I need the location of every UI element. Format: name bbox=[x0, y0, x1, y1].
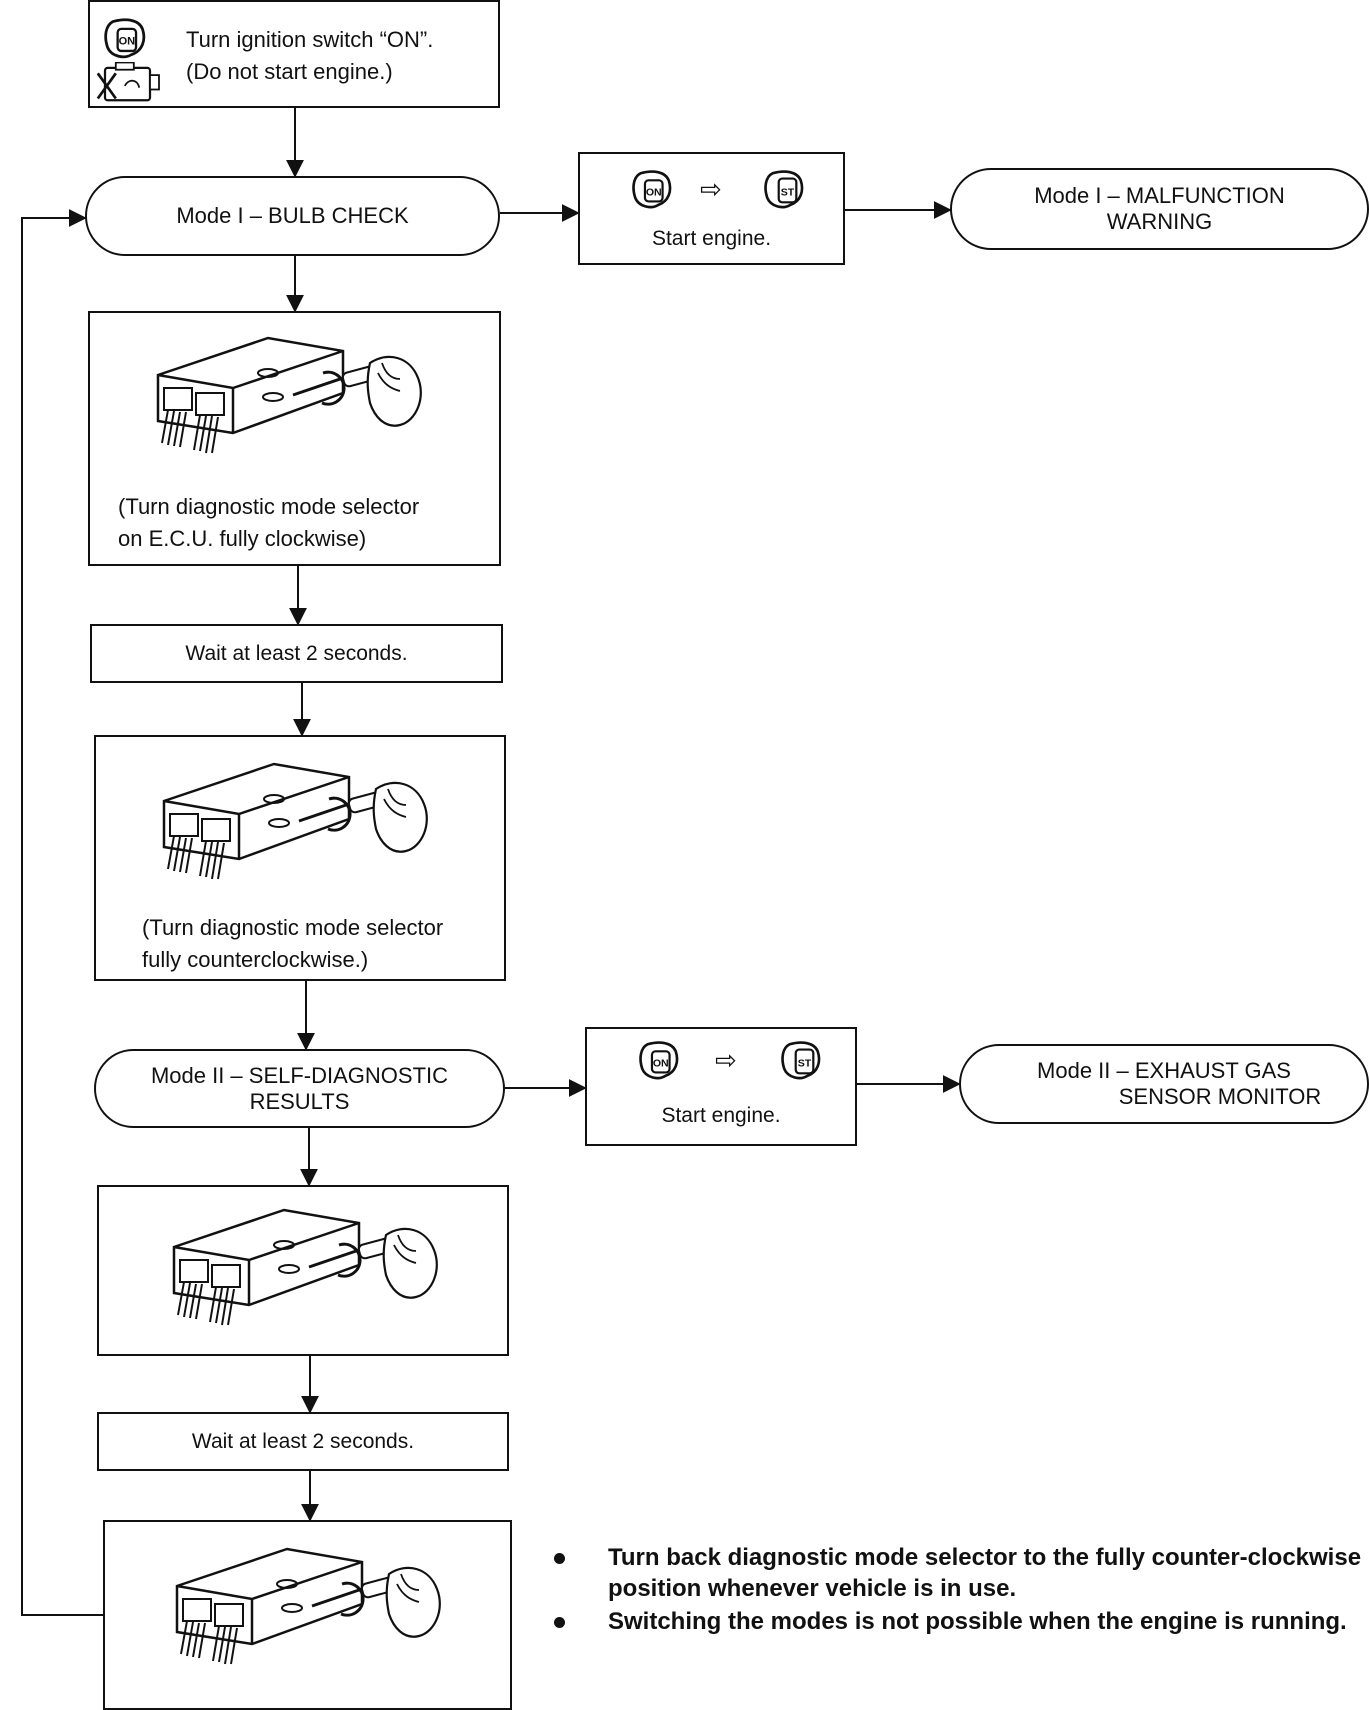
counterclockwise-caption-line-1: (Turn diagnostic mode selector bbox=[142, 915, 444, 940]
mode2-self-diagnostic-line-1: Mode II – SELF-DIAGNOSTIC bbox=[150, 1062, 449, 1088]
mode2-exhaust-line-2: SENSOR MONITOR bbox=[1118, 1084, 1322, 1109]
ignition-key-on-icon bbox=[637, 1039, 681, 1083]
clockwise-caption-line-1: (Turn diagnostic mode selector bbox=[118, 494, 420, 519]
turn-selector-counterclockwise-step: (Turn diagnostic mode selector fully cou… bbox=[94, 735, 506, 981]
mode2-self-diagnostic-node: Mode II – SELF-DIAGNOSTIC RESULTS bbox=[94, 1049, 505, 1128]
arrow-right-icon: ⇨ bbox=[715, 1045, 737, 1075]
wait-label-1: Wait at least 2 seconds. bbox=[185, 641, 408, 665]
turn-selector-counterclockwise-step-2 bbox=[103, 1520, 512, 1710]
bullet-icon bbox=[554, 1553, 565, 1564]
ignition-key-start-icon bbox=[762, 168, 806, 212]
mode1-malfunction-line-2: WARNING bbox=[1106, 209, 1213, 234]
wait-step-1: Wait at least 2 seconds. bbox=[90, 624, 503, 683]
turn-selector-clockwise-step: (Turn diagnostic mode selector on E.C.U.… bbox=[88, 311, 501, 566]
mode1-malfunction-node: Mode I – MALFUNCTION WARNING bbox=[950, 168, 1369, 250]
note-item: Turn back diagnostic mode selector to th… bbox=[548, 1542, 1368, 1604]
start-engine-label-1: Start engine. bbox=[651, 227, 772, 250]
ignition-key-on-icon bbox=[630, 168, 674, 212]
ignition-key-on-icon bbox=[102, 16, 148, 62]
ecu-selector-clockwise-illustration bbox=[154, 1205, 454, 1335]
mode1-malfunction-line-1: Mode I – MALFUNCTION bbox=[1034, 183, 1285, 208]
start-engine-step-1: ⇨ Start engine. bbox=[578, 152, 845, 265]
bullet-icon bbox=[554, 1617, 565, 1628]
note-text-1: Turn back diagnostic mode selector to th… bbox=[608, 1544, 1362, 1602]
engine-no-start-icon bbox=[96, 62, 168, 108]
clockwise-caption-line-2: on E.C.U. fully clockwise) bbox=[118, 526, 367, 551]
ecu-selector-clockwise-illustration bbox=[138, 333, 438, 463]
arrow-right-icon: ⇨ bbox=[700, 174, 722, 204]
ignition-on-step: Turn ignition switch “ON”. (Do not start… bbox=[88, 0, 500, 108]
turn-selector-clockwise-step-2 bbox=[97, 1185, 509, 1356]
note-text-2: Switching the modes is not possible when… bbox=[608, 1608, 1347, 1635]
wait-label-2: Wait at least 2 seconds. bbox=[191, 1429, 415, 1453]
mode1-bulb-check-node: Mode I – BULB CHECK bbox=[85, 176, 500, 256]
mode1-bulb-check-label: Mode I – BULB CHECK bbox=[176, 203, 409, 228]
ecu-selector-counterclockwise-illustration bbox=[157, 1544, 457, 1674]
ignition-key-start-icon bbox=[779, 1039, 823, 1083]
note-item: Switching the modes is not possible when… bbox=[548, 1606, 1368, 1637]
start-engine-step-2: ⇨ Start engine. bbox=[585, 1027, 857, 1146]
notes-list: Turn back diagnostic mode selector to th… bbox=[548, 1542, 1368, 1639]
counterclockwise-caption-line-2: fully counterclockwise.) bbox=[142, 947, 369, 972]
wait-step-2: Wait at least 2 seconds. bbox=[97, 1412, 509, 1471]
ignition-line-2: (Do not start engine.) bbox=[186, 59, 393, 84]
start-engine-label-2: Start engine. bbox=[661, 1104, 781, 1127]
mode2-self-diagnostic-line-2: RESULTS bbox=[249, 1088, 350, 1114]
mode2-exhaust-gas-node: Mode II – EXHAUST GAS SENSOR MONITOR bbox=[959, 1044, 1369, 1124]
mode2-exhaust-line-1: Mode II – EXHAUST GAS bbox=[1037, 1058, 1291, 1083]
ecu-selector-counterclockwise-illustration bbox=[144, 759, 444, 889]
ignition-line-1: Turn ignition switch “ON”. bbox=[186, 27, 434, 52]
